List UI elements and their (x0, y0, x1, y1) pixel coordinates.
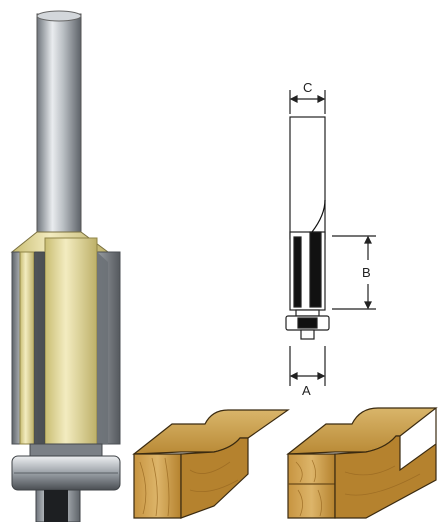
dimension-c (289, 90, 326, 114)
dimension-label-c: C (303, 80, 312, 95)
pilot-screw-dark (44, 490, 68, 522)
wood-1-top (132, 409, 290, 455)
carbide-flute-main (44, 237, 98, 445)
dimension-label-a: A (302, 383, 311, 398)
wood-2-front (287, 453, 336, 519)
wood-profile-sample-1 (132, 409, 290, 519)
wood-1-front (133, 453, 182, 519)
schematic-flute-1 (293, 236, 302, 308)
dimension-a (289, 346, 326, 386)
wood-1-grain (139, 457, 239, 517)
shank (36, 13, 82, 237)
wood-profile-sample-2 (286, 407, 438, 519)
wood-2-side (334, 408, 437, 519)
collar (29, 443, 103, 457)
schematic-shank (289, 116, 326, 240)
shank-top-cap (36, 10, 82, 22)
schematic-pilot (300, 329, 315, 340)
carbide-flute-left (19, 251, 35, 445)
wood-1-side (180, 437, 249, 519)
wood-2-top (286, 407, 438, 455)
wood-2-grain (295, 459, 421, 517)
schematic-flute-curve (311, 199, 326, 233)
schematic-bearing-core (297, 317, 318, 329)
schematic-collar (295, 309, 320, 317)
flute-shadow-right (97, 252, 108, 444)
router-bit-schematic (285, 90, 376, 386)
schematic-flute-2 (309, 231, 322, 308)
dimension-b (332, 235, 376, 310)
flute-shadow (34, 252, 45, 444)
router-bit-photo (10, 10, 121, 522)
dimension-label-b: B (362, 265, 371, 280)
